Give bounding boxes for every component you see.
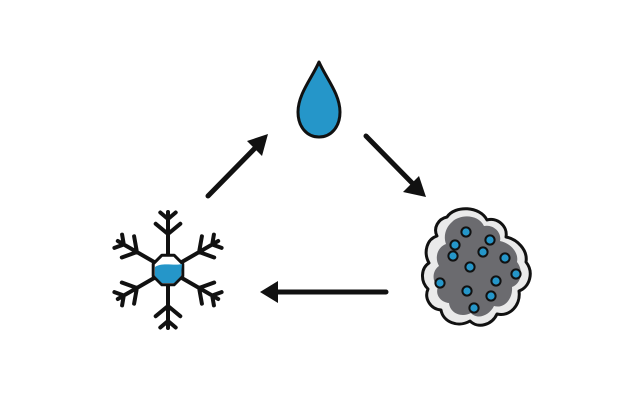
- porous-rock-icon: [421, 207, 532, 327]
- rock-pore: [484, 234, 496, 246]
- arrow-snowflake-to-drop: [205, 134, 268, 199]
- rock-pore: [447, 250, 459, 262]
- rock-pore: [464, 261, 476, 273]
- rock-pore: [468, 302, 480, 314]
- rock-pore: [449, 239, 461, 251]
- snowflake-icon: [112, 210, 224, 330]
- arrow-drop-to-rock: [363, 133, 426, 197]
- snowflake-water-fill: [155, 264, 182, 283]
- rock-pore: [461, 285, 473, 297]
- rock-pore: [510, 268, 522, 280]
- rock-pore: [490, 275, 502, 287]
- rock-pore: [485, 290, 497, 302]
- rock-pore: [460, 226, 472, 238]
- water-drop-icon: [296, 60, 342, 139]
- rock-pore: [477, 246, 489, 258]
- snowflake-arms: [112, 210, 224, 330]
- arrow-rock-to-snowflake: [260, 281, 389, 303]
- rock-pore: [434, 277, 446, 289]
- rock-pore: [499, 252, 511, 264]
